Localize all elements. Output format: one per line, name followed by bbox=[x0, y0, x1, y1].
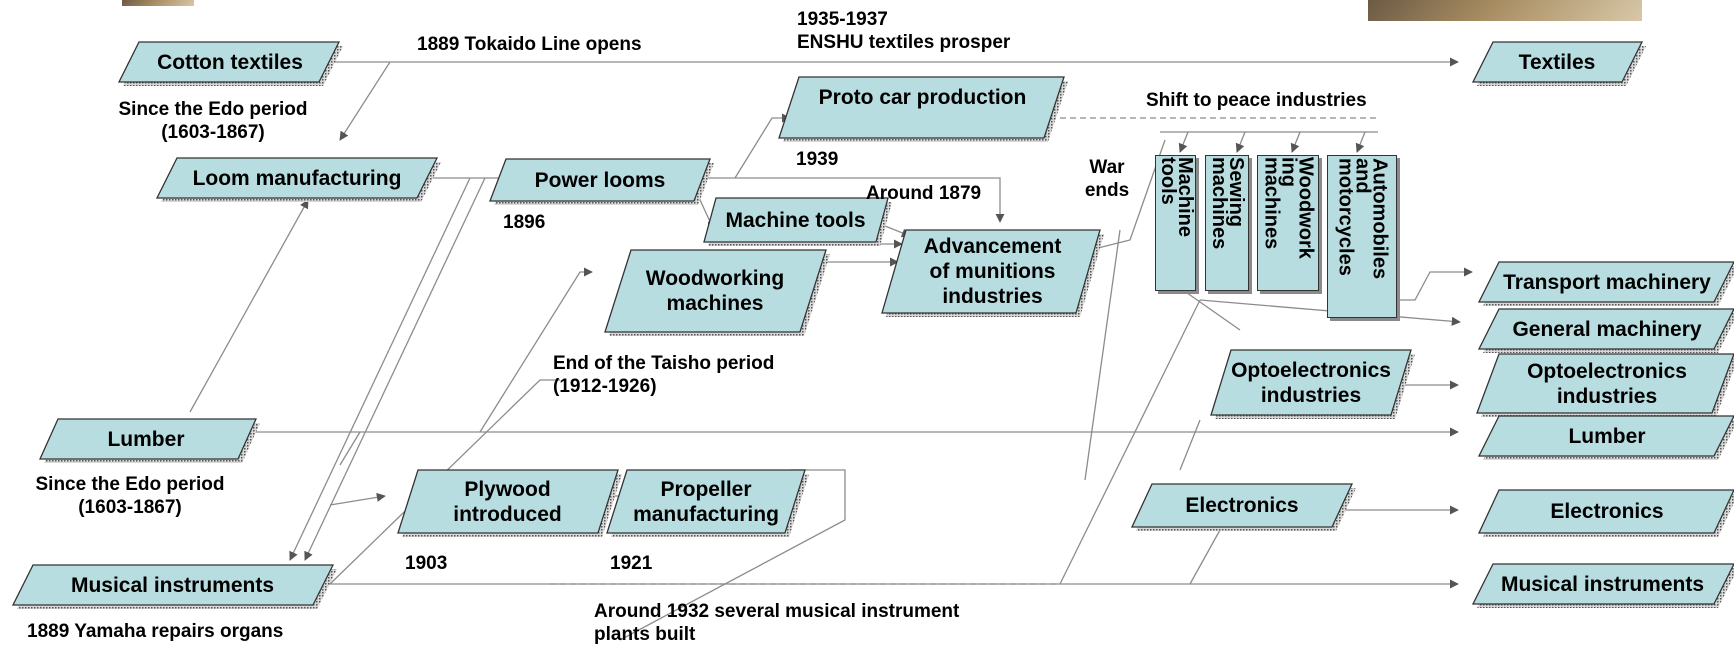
box-out-electronics: Electronics bbox=[1550, 500, 1664, 523]
box-machine-tools: Machine tools bbox=[725, 208, 866, 232]
box-shape-proto-car bbox=[778, 76, 1065, 139]
line-postwar-to-opto bbox=[1059, 299, 1201, 585]
line-powerlooms-mid bbox=[700, 177, 1005, 223]
label-around-1932: Around 1932 several musical instrument p… bbox=[594, 601, 960, 645]
box-shape-woodworking bbox=[604, 249, 827, 333]
line-lumber-to-plywood bbox=[339, 431, 361, 466]
box-shape-propeller bbox=[606, 469, 806, 534]
peace-label-machine-tools: Machine tools bbox=[1156, 157, 1196, 238]
line-loom-down-1 bbox=[289, 177, 471, 561]
box-shape-out-textiles bbox=[1471, 41, 1644, 83]
line-warends bbox=[1084, 229, 1121, 481]
line-powerlooms-to-proto bbox=[734, 113, 791, 179]
line-peace-drop-2 bbox=[1235, 131, 1246, 153]
line-to-plywood bbox=[329, 492, 386, 506]
label-around-1879: Around 1879 bbox=[866, 183, 982, 204]
line-auto-to-transport bbox=[1398, 267, 1473, 301]
box-shape-machine-tools bbox=[703, 197, 889, 243]
box-out-textiles: Textiles bbox=[1518, 50, 1596, 74]
line-opto-down bbox=[1179, 419, 1201, 471]
box-shape-optoelectronics-mid bbox=[1210, 349, 1412, 416]
label-tokaido: 1889 Tokaido Line opens bbox=[417, 34, 642, 55]
box-shape-out-transport bbox=[1477, 261, 1734, 303]
box-shapes bbox=[11, 41, 1734, 606]
line-cotton-to-loom bbox=[339, 61, 391, 141]
box-plywood-introduced: Plywood introduced bbox=[453, 477, 562, 526]
label-1903: 1903 bbox=[405, 553, 448, 574]
box-woodworking-machines: Woodworking machines bbox=[645, 267, 785, 315]
box-peace-woodworking-machines: Woodwork ing machines bbox=[1257, 155, 1319, 291]
box-power-looms: Power looms bbox=[534, 168, 666, 192]
box-musical-instruments: Musical instruments bbox=[70, 573, 275, 597]
box-shape-out-general bbox=[1477, 308, 1734, 350]
box-shape-cotton-textiles bbox=[117, 41, 341, 83]
box-cotton-textiles: Cotton textiles bbox=[157, 50, 303, 74]
line-peace-drop-1 bbox=[1178, 131, 1189, 153]
line-postwar-to-elec bbox=[1189, 529, 1221, 585]
box-electronics-mid: Electronics bbox=[1185, 494, 1299, 517]
box-shape-out-electronics bbox=[1477, 489, 1734, 534]
line-loom-down-2 bbox=[304, 177, 486, 561]
box-peace-machine-tools: Machine tools bbox=[1155, 155, 1196, 291]
label-1896: 1896 bbox=[503, 212, 546, 233]
box-shape-out-musical bbox=[1471, 563, 1734, 605]
box-shape-electronics-mid bbox=[1130, 483, 1354, 528]
box-proto-car-production: Proto car production bbox=[818, 85, 1027, 109]
box-shape-munitions bbox=[881, 229, 1101, 314]
peace-label-woodworking-machines: Woodwork ing machines bbox=[1260, 157, 1317, 259]
label-enshu: 1935-1937 ENSHU textiles prosper bbox=[797, 9, 1011, 53]
label-edo-cotton: Since the Edo period (1603-1867) bbox=[118, 99, 308, 143]
box-loom-manufacturing: Loom manufacturing bbox=[192, 166, 402, 190]
box-shape-plywood bbox=[397, 469, 619, 534]
box-out-musical-instruments: Musical instruments bbox=[1500, 572, 1705, 596]
box-shape-power-looms bbox=[489, 158, 711, 202]
line-lumber-to-woodworking bbox=[479, 267, 593, 433]
label-shift-peace: Shift to peace industries bbox=[1146, 90, 1367, 111]
box-shape-out-lumber bbox=[1477, 415, 1734, 457]
label-yamaha: 1889 Yamaha repairs organs bbox=[27, 621, 284, 642]
line-peace-to-general-2 bbox=[1179, 287, 1241, 331]
label-war-ends: War ends bbox=[1084, 157, 1130, 201]
photo-fragment-right bbox=[1368, 0, 1642, 21]
line-peace-drop-3 bbox=[1290, 131, 1301, 153]
box-shape-lumber bbox=[38, 418, 258, 460]
box-shape-musical-instruments bbox=[11, 564, 335, 606]
box-out-general-machinery: General machinery bbox=[1512, 317, 1702, 341]
box-optoelectronics-industries: Optoelectronics industries bbox=[1231, 358, 1391, 407]
box-lumber: Lumber bbox=[107, 427, 185, 451]
box-out-lumber: Lumber bbox=[1568, 424, 1646, 448]
box-advancement-munitions: Advancement of munitions industries bbox=[923, 235, 1062, 308]
line-peace-drop-4 bbox=[1355, 131, 1366, 153]
box-shape-loom-manufacturing bbox=[155, 157, 439, 199]
label-taisho: End of the Taisho period (1912-1926) bbox=[553, 353, 775, 397]
box-propeller-manufacturing: Propeller manufacturing bbox=[633, 477, 779, 526]
label-1939: 1939 bbox=[796, 149, 839, 170]
box-out-transport-machinery: Transport machinery bbox=[1503, 270, 1711, 294]
box-peace-automobiles: Automobiles and motorcycles bbox=[1327, 155, 1397, 318]
box-shape-out-opto bbox=[1476, 353, 1734, 414]
label-1921: 1921 bbox=[610, 553, 653, 574]
line-munitions-to-peace bbox=[1089, 139, 1166, 251]
line-lumber-to-loom bbox=[189, 199, 309, 413]
peace-label-sewing-machines: Sewing machines bbox=[1208, 157, 1247, 250]
line-music-up bbox=[329, 379, 560, 585]
peace-label-automobiles: Automobiles and motorcycles bbox=[1334, 157, 1391, 279]
line-propeller-out bbox=[619, 469, 846, 641]
label-edo-lumber: Since the Edo period (1603-1867) bbox=[35, 474, 225, 518]
photo-fragment-left bbox=[122, 0, 194, 6]
box-out-optoelectronics-industries: Optoelectronics industries bbox=[1527, 359, 1687, 408]
box-peace-sewing-machines: Sewing machines bbox=[1205, 155, 1249, 291]
